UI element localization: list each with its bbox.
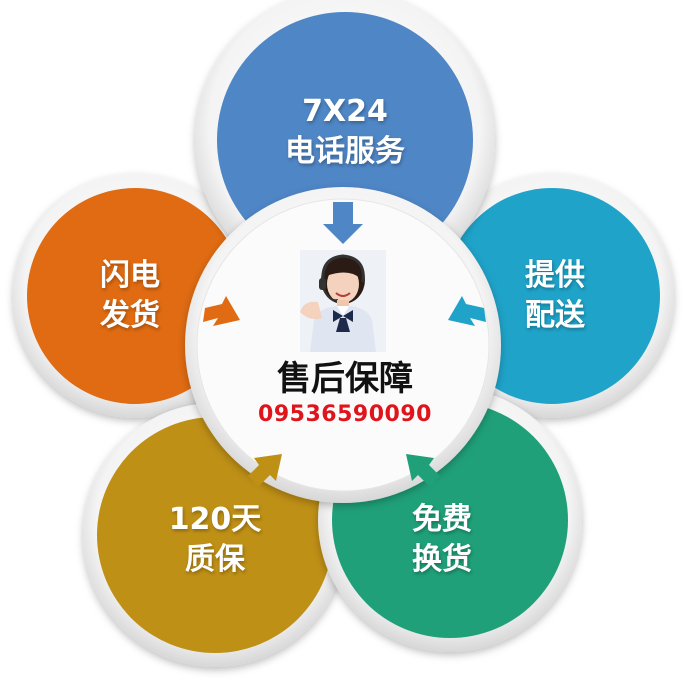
circle-bottom-right-line2: 换货 bbox=[412, 542, 472, 577]
circle-bottom-right-line1: 免费 bbox=[412, 502, 472, 537]
circle-right-line1: 提供 bbox=[525, 258, 585, 293]
circle-bottom-left-label: 120天 质保 bbox=[130, 500, 300, 580]
arrow-from-right bbox=[448, 296, 486, 326]
support-agent-icon bbox=[300, 250, 386, 352]
circle-bottom-left-line2: 质保 bbox=[185, 542, 245, 577]
circle-top-label: 7X24 电话服务 bbox=[260, 92, 430, 172]
arrow-from-left bbox=[203, 296, 240, 326]
circle-right-line2: 配送 bbox=[525, 298, 585, 333]
arrow-from-top bbox=[323, 202, 363, 244]
circle-top-line1: 7X24 bbox=[302, 94, 388, 129]
center-title: 售后保障 bbox=[277, 359, 413, 399]
circle-left-line1: 闪电 bbox=[100, 258, 160, 293]
arrow-from-bottom-right bbox=[406, 454, 440, 487]
circle-bottom-left-line1: 120天 bbox=[168, 502, 262, 537]
circle-top-line2: 电话服务 bbox=[285, 134, 405, 169]
circle-left-label: 闪电 发货 bbox=[45, 256, 215, 336]
circle-bottom-right-label: 免费 换货 bbox=[357, 500, 527, 580]
center-phone: 09536590090 bbox=[258, 402, 432, 427]
circle-right-label: 提供 配送 bbox=[470, 256, 640, 336]
circle-left-line2: 发货 bbox=[100, 298, 160, 333]
arrow-from-bottom-left bbox=[248, 454, 282, 487]
